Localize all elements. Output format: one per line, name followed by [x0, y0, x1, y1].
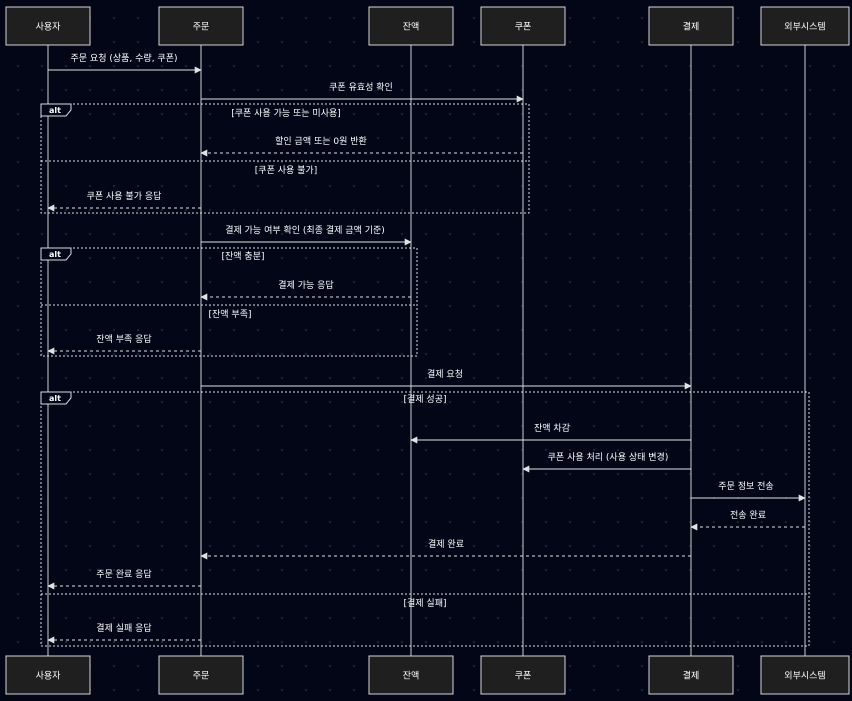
message-label: 결제 가능 응답 — [278, 279, 333, 291]
participant-label: 쿠폰 — [515, 671, 532, 682]
participant-box — [760, 6, 850, 46]
participant-external-bottom: 외부시스템 — [760, 655, 850, 695]
message-15: 결제 실패 응답 — [47, 622, 201, 644]
participant-payment-bottom: 결제 — [648, 655, 734, 695]
message-label: 주문 정보 전송 — [718, 481, 773, 492]
message-label: 쿠폰 유효성 확인 — [329, 81, 393, 93]
participant-coupon-bottom: 쿠폰 — [480, 655, 566, 695]
participant-label: 주문 — [193, 22, 210, 33]
message-label: 주문 요청 (상품, 수량, 쿠폰) — [71, 52, 178, 64]
fragment-condition: [쿠폰 사용 불가] — [255, 165, 317, 176]
participant-label: 잔액 — [403, 21, 420, 33]
message-label: 주문 완료 응답 — [96, 568, 151, 580]
message-label: 결제 요청 — [427, 369, 463, 380]
message-1: 주문 요청 (상품, 수량, 쿠폰) — [48, 52, 202, 74]
fragment-condition: [쿠폰 사용 가능 또는 미사용] — [231, 108, 341, 119]
participant-balance-bottom: 잔액 — [368, 655, 454, 695]
participant-label: 사용자 — [36, 22, 62, 33]
fragment-frame — [40, 103, 530, 214]
message-label: 결제 가능 여부 확인 (최종 결제 금액 기준) — [225, 224, 385, 236]
message-7: 잔액 부족 응답 — [47, 333, 201, 355]
fragment-keyword: alt — [49, 106, 61, 115]
participant-box — [368, 6, 454, 46]
message-12: 전송 완료 — [690, 510, 805, 531]
message-3: 할인 금액 또는 0원 반환 — [200, 135, 523, 157]
message-label: 잔액 차감 — [534, 422, 570, 434]
alt-fragment-1: alt [쿠폰 사용 가능 또는 미사용] [쿠폰 사용 불가] — [40, 103, 530, 214]
alt-fragment-2: alt [잔액 충분] [잔액 부족] — [40, 247, 418, 357]
participant-label: 쿠폰 — [515, 22, 532, 33]
participant-label: 사용자 — [36, 671, 62, 682]
message-4: 쿠폰 사용 불가 응답 — [47, 190, 201, 212]
participant-label: 잔액 — [403, 670, 420, 682]
message-2: 쿠폰 유효성 확인 — [201, 81, 524, 103]
message-label: 결제 완료 — [428, 539, 464, 550]
participant-balance-top: 잔액 — [368, 6, 454, 46]
fragment-condition: [결제 실패] — [403, 598, 446, 609]
participant-order-bottom: 주문 — [158, 655, 244, 695]
message-10: 쿠폰 사용 처리 (사용 상태 변경) — [522, 451, 691, 473]
fragment-condition: [잔액 충분] — [221, 250, 264, 262]
participant-external-top: 외부시스템 — [760, 6, 850, 46]
participant-box — [158, 6, 244, 46]
fragment-frame — [40, 391, 810, 647]
fragment-frame — [40, 247, 418, 357]
fragment-condition: [잔액 부족] — [208, 308, 251, 320]
participant-box — [480, 6, 566, 46]
fragment-keyword: alt — [49, 394, 61, 403]
fragment-tab — [40, 391, 72, 405]
participant-coupon-top: 쿠폰 — [480, 6, 566, 46]
message-label: 쿠폰 사용 처리 (사용 상태 변경) — [548, 451, 669, 463]
message-5: 결제 가능 여부 확인 (최종 결제 금액 기준) — [201, 224, 412, 246]
message-label: 잔액 부족 응답 — [96, 333, 151, 345]
fragment-condition: [결제 성공] — [403, 394, 446, 405]
message-13: 결제 완료 — [200, 539, 691, 560]
participant-user-bottom: 사용자 — [5, 655, 91, 695]
participant-box — [158, 655, 244, 695]
participant-label: 외부시스템 — [784, 670, 825, 682]
message-label: 결제 실패 응답 — [96, 622, 151, 634]
participant-box — [5, 655, 91, 695]
message-6: 결제 가능 응답 — [200, 279, 411, 301]
participant-label: 주문 — [193, 671, 210, 682]
message-label: 쿠폰 사용 불가 응답 — [87, 190, 162, 202]
message-label: 전송 완료 — [730, 510, 766, 521]
participant-order-top: 주문 — [158, 6, 244, 46]
fragment-tab — [40, 103, 72, 117]
message-label: 할인 금액 또는 0원 반환 — [275, 135, 367, 147]
participant-box — [5, 6, 91, 46]
participant-label: 결제 — [683, 671, 700, 682]
participant-box — [760, 655, 850, 695]
participant-box — [648, 655, 734, 695]
message-14: 주문 완료 응답 — [47, 568, 201, 590]
alt-fragment-3: alt [결제 성공] [결제 실패] — [40, 391, 810, 647]
participant-box — [368, 655, 454, 695]
participant-label: 결제 — [683, 22, 700, 33]
message-11: 주문 정보 전송 — [691, 481, 806, 502]
participant-box — [480, 655, 566, 695]
message-8: 결제 요청 — [201, 369, 692, 390]
participant-user-top: 사용자 — [5, 6, 91, 46]
participant-label: 외부시스템 — [784, 21, 825, 33]
fragment-keyword: alt — [49, 250, 61, 259]
participant-box — [648, 6, 734, 46]
participant-payment-top: 결제 — [648, 6, 734, 46]
fragment-tab — [40, 247, 72, 261]
message-9: 잔액 차감 — [410, 422, 691, 444]
